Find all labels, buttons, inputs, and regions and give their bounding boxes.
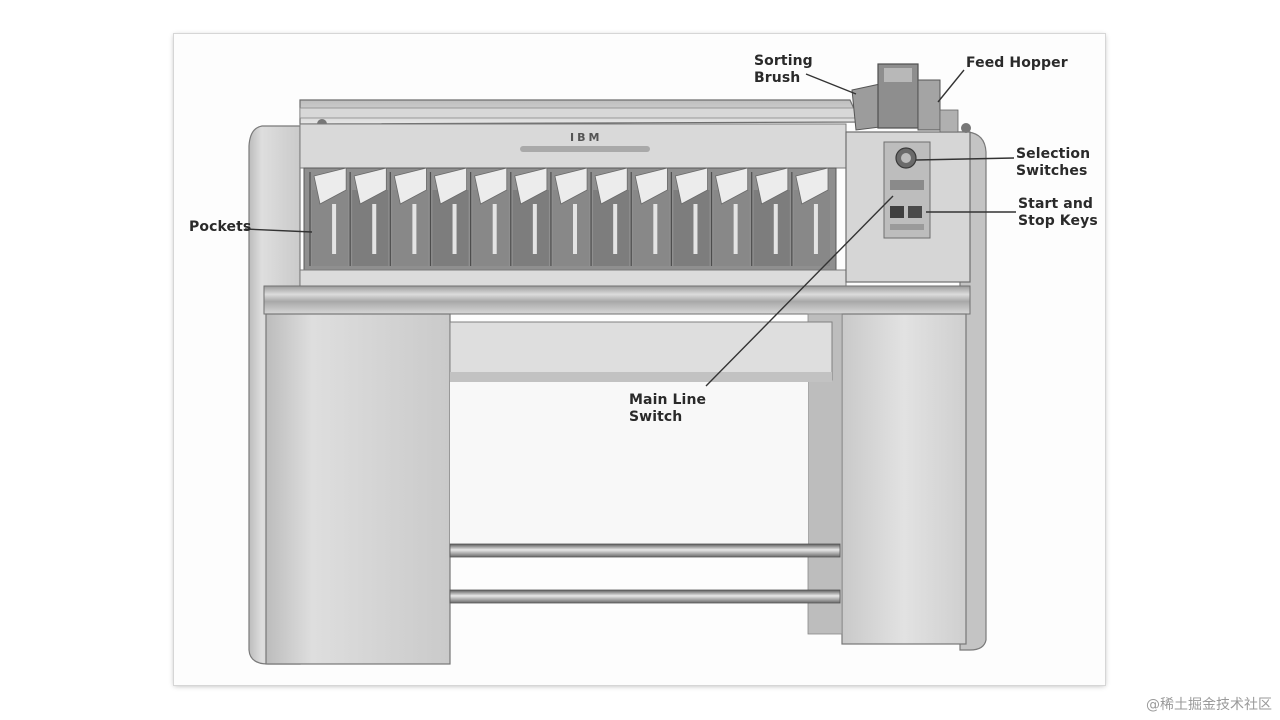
pocket-divider-rod	[813, 204, 818, 254]
chrome-band	[263, 285, 971, 315]
right-cabinet	[841, 313, 967, 645]
pocket-guide-plate	[795, 167, 829, 205]
callout-pockets: Pockets	[189, 219, 251, 236]
callout-start-stop-keys-line-2: Stop Keys	[1018, 213, 1098, 229]
callout-start-stop-keys-line-1: Start and	[1018, 196, 1094, 212]
pocket-divider-rod	[412, 204, 417, 254]
pocket	[793, 190, 830, 266]
pocket	[432, 190, 469, 266]
pocket-divider-rod	[492, 204, 497, 254]
pocket-divider-rod	[573, 204, 578, 254]
watermark: @稀土掘金技术社区	[1146, 697, 1272, 713]
pocket-guide-plate	[353, 167, 387, 205]
callout-sorting-brush-line-2: Brush	[754, 70, 801, 86]
callout-pockets-line-1: Pockets	[189, 219, 252, 235]
pocket-guide-plate	[514, 167, 548, 205]
callout-main-line-switch-line-2: Switch	[629, 409, 683, 425]
pocket-guide-plate	[393, 167, 427, 205]
callout-feed-hopper-line-1: Feed Hopper	[966, 55, 1068, 71]
pocket-divider-rod	[733, 204, 738, 254]
pocket	[713, 190, 750, 266]
pocket-guide-plate	[674, 167, 708, 205]
pocket	[593, 190, 630, 266]
pocket	[392, 190, 429, 266]
nameplate-text: IBM	[570, 131, 603, 144]
pocket-guide-plate	[554, 167, 588, 205]
pocket-divider-rod	[452, 204, 457, 254]
pocket	[352, 190, 389, 266]
pocket	[633, 190, 670, 266]
pocket-guide-plate	[594, 167, 628, 205]
stop-key	[908, 206, 922, 218]
pocket	[552, 190, 590, 266]
pocket-ledge	[299, 269, 847, 289]
pocket-guide-plate	[755, 167, 789, 205]
pocket	[312, 190, 349, 266]
callout-selection-switches-line-1: Selection	[1016, 146, 1091, 162]
rear-apron	[449, 321, 833, 381]
pocket-guide-plate	[474, 167, 508, 205]
pocket-guide-plate	[715, 167, 749, 205]
nameplate-bar	[520, 146, 650, 152]
lower-chrome-bar	[449, 589, 841, 604]
callout-feed-hopper: Feed Hopper	[966, 55, 1068, 72]
top-cover-rim	[299, 107, 856, 119]
callout-sorting-brush-line-1: Sorting	[754, 53, 813, 69]
callout-main-line-switch-line-1: Main Line	[629, 392, 707, 408]
pocket-divider-rod	[613, 204, 618, 254]
pocket-guide-plate	[634, 167, 668, 205]
pocket-divider-rod	[773, 204, 778, 254]
pocket	[673, 190, 710, 266]
pocket-divider-rod	[372, 204, 377, 254]
start-key	[890, 206, 904, 218]
pocket	[472, 190, 509, 266]
pocket-divider-rod	[332, 204, 337, 254]
pocket	[512, 190, 549, 266]
lower-opening	[450, 382, 808, 554]
callout-sorting-brush: Sorting Brush	[754, 53, 813, 87]
callout-leaders	[244, 69, 1016, 387]
callout-selection-switches-line-2: Switches	[1016, 163, 1088, 179]
left-cabinet	[265, 313, 451, 665]
pocket	[753, 190, 790, 266]
pocket-divider-rod	[693, 204, 698, 254]
selection-switch-row	[890, 180, 924, 190]
callout-start-stop-keys: Start and Stop Keys	[1018, 196, 1098, 230]
pocket-guide-plate	[433, 167, 468, 205]
pocket-dividers	[309, 167, 830, 266]
upper-chrome-bar	[449, 543, 841, 558]
pocket-guide-plate	[313, 167, 347, 205]
callout-selection-switches: Selection Switches	[1016, 146, 1090, 180]
pocket-divider-rod	[653, 204, 658, 254]
callout-main-line-switch: Main Line Switch	[629, 392, 706, 426]
pocket-divider-rod	[532, 204, 537, 254]
